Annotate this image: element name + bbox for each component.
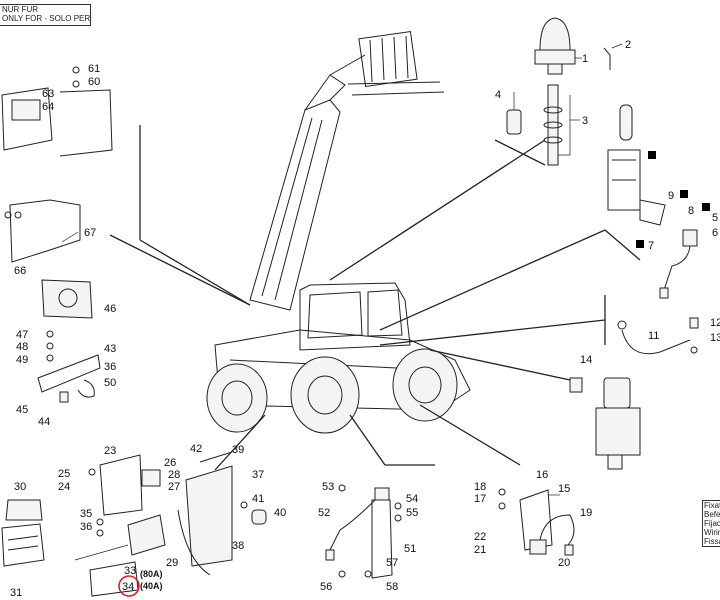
note-line: NUR FUR bbox=[2, 5, 38, 14]
part-label-67: 67 bbox=[84, 227, 96, 239]
part-label-45: 45 bbox=[16, 404, 28, 416]
part-label-52: 52 bbox=[318, 507, 330, 519]
part-label-30: 30 bbox=[14, 481, 26, 493]
square-marker bbox=[648, 151, 656, 159]
note-line: Fixati bbox=[704, 501, 720, 510]
part-label-40: 40 bbox=[274, 507, 286, 519]
note-top-left: NUR FUR ONLY FOR - SOLO PER bbox=[0, 4, 91, 26]
note-line: ONLY FOR - SOLO PER bbox=[2, 14, 91, 23]
valve-14-group bbox=[569, 377, 641, 470]
part-label-36: 36 bbox=[104, 361, 116, 373]
box-group-37-42 bbox=[177, 451, 267, 576]
part-label-49: 49 bbox=[16, 354, 28, 366]
part-label-25: 25 bbox=[58, 468, 70, 480]
part-label-37: 37 bbox=[252, 469, 264, 481]
note-right-edge: Fixati Befes Fijaci Wirin Fissa bbox=[702, 500, 720, 547]
note-line: Befes bbox=[704, 510, 720, 519]
cable-11-group bbox=[617, 317, 699, 355]
part-label-36: 36 bbox=[80, 521, 92, 533]
part-label-6: 6 bbox=[712, 227, 718, 239]
bracket-group-60-67 bbox=[1, 66, 113, 263]
part-label-41: 41 bbox=[252, 493, 264, 505]
square-marker bbox=[680, 190, 688, 198]
square-marker bbox=[702, 203, 710, 211]
rating-40a: (40A) bbox=[140, 581, 163, 591]
part-label-39: 39 bbox=[232, 444, 244, 456]
note-line: Fissa bbox=[704, 537, 720, 546]
part-label-12: 12 bbox=[710, 317, 720, 329]
part-label-22: 22 bbox=[474, 531, 486, 543]
part-label-61: 61 bbox=[88, 63, 100, 75]
part-label-21: 21 bbox=[474, 544, 486, 556]
part-label-7: 7 bbox=[648, 240, 654, 252]
part-label-3: 3 bbox=[582, 115, 588, 127]
part-label-66: 66 bbox=[14, 265, 26, 277]
part-label-44: 44 bbox=[38, 416, 50, 428]
part-label-51: 51 bbox=[404, 543, 416, 555]
part-label-42: 42 bbox=[190, 443, 202, 455]
part-label-24: 24 bbox=[58, 481, 70, 493]
part-label-9: 9 bbox=[668, 190, 674, 202]
part-label-60: 60 bbox=[88, 76, 100, 88]
part-label-57: 57 bbox=[386, 557, 398, 569]
square-marker bbox=[636, 240, 644, 248]
part-label-34: 34 bbox=[122, 581, 134, 593]
part-label-8: 8 bbox=[688, 205, 694, 217]
joystick-group bbox=[607, 104, 710, 299]
part-label-28: 28 bbox=[168, 469, 180, 481]
sensor-group-51-58 bbox=[325, 484, 402, 579]
switch-group-15-22 bbox=[498, 488, 575, 556]
part-label-53: 53 bbox=[322, 481, 334, 493]
part-label-46: 46 bbox=[104, 303, 116, 315]
part-label-27: 27 bbox=[168, 481, 180, 493]
part-label-17: 17 bbox=[474, 493, 486, 505]
part-label-47: 47 bbox=[16, 329, 28, 341]
part-label-11: 11 bbox=[648, 330, 659, 342]
part-label-4: 4 bbox=[495, 89, 501, 101]
part-label-56: 56 bbox=[320, 581, 332, 593]
part-label-1: 1 bbox=[582, 53, 588, 65]
part-label-13: 13 bbox=[710, 332, 720, 344]
part-label-38: 38 bbox=[232, 540, 244, 552]
fuse-group-30-31 bbox=[1, 499, 45, 567]
part-label-33: 33 bbox=[124, 565, 136, 577]
part-label-26: 26 bbox=[164, 457, 176, 469]
part-label-14: 14 bbox=[580, 354, 592, 366]
highlight-circle-part-34 bbox=[118, 575, 140, 597]
part-label-19: 19 bbox=[580, 507, 592, 519]
part-label-43: 43 bbox=[104, 343, 116, 355]
part-label-2: 2 bbox=[625, 39, 631, 51]
part-labels: 1234567891112131415161718192021222324252… bbox=[10, 39, 720, 599]
alarm-group-43-50 bbox=[37, 279, 101, 403]
part-label-58: 58 bbox=[386, 581, 398, 593]
note-line: Wirin bbox=[704, 528, 720, 537]
note-line: Fijaci bbox=[704, 519, 720, 528]
part-label-16: 16 bbox=[536, 469, 548, 481]
part-label-5: 5 bbox=[712, 212, 718, 224]
group-leader-lines bbox=[109, 125, 641, 471]
part-label-48: 48 bbox=[16, 341, 28, 353]
part-label-29: 29 bbox=[166, 557, 178, 569]
part-label-31: 31 bbox=[10, 587, 22, 599]
part-label-35: 35 bbox=[80, 508, 92, 520]
part-label-64: 64 bbox=[42, 101, 54, 113]
part-label-63: 63 bbox=[42, 88, 54, 100]
part-label-15: 15 bbox=[558, 483, 570, 495]
beacon-group bbox=[506, 17, 623, 166]
part-label-55: 55 bbox=[406, 507, 418, 519]
part-label-54: 54 bbox=[406, 493, 418, 505]
rating-80a: (80A) bbox=[140, 569, 163, 579]
part-label-20: 20 bbox=[558, 557, 570, 569]
part-label-23: 23 bbox=[104, 445, 116, 457]
telehandler-machine bbox=[206, 31, 471, 434]
fuse-group-23-36 bbox=[74, 454, 166, 597]
part-label-18: 18 bbox=[474, 481, 486, 493]
part-label-50: 50 bbox=[104, 377, 116, 389]
